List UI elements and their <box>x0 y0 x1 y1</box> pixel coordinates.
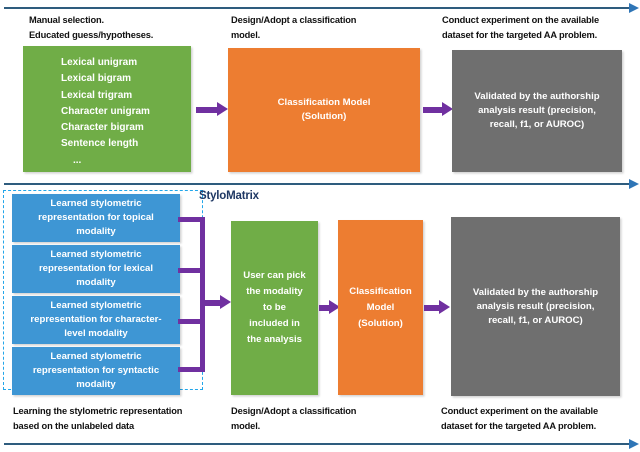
arrowhead-icon <box>439 300 450 314</box>
bottom-model-line3: (Solution) <box>358 317 403 329</box>
top-feature-list-box: Lexical unigram Lexical bigram Lexical t… <box>23 46 191 172</box>
arrow-shaft <box>319 305 329 311</box>
modality-box-character-level: Learned stylometric representation for c… <box>12 296 180 344</box>
feature-item: Character unigram <box>61 105 150 117</box>
bottom-result-line1: Validated by the authorship <box>472 286 599 298</box>
bottom-result-line3: recall, f1, or AUROC) <box>488 314 583 326</box>
feature-item: Sentence length <box>61 138 139 150</box>
top-caption-2: Design/Adopt a classification model. <box>231 13 421 43</box>
bracket-stub-lexical <box>178 268 205 273</box>
arrowhead-icon <box>217 102 228 116</box>
modality-character-line1: Learned stylometric <box>50 300 142 311</box>
arrowhead-icon <box>629 439 639 449</box>
feature-ellipsis: ... <box>73 154 82 166</box>
top-caption-3-line2: dataset for the targeted AA problem. <box>442 30 598 40</box>
modality-box-topical: Learned stylometric representation for t… <box>12 194 180 242</box>
modality-box-lexical: Learned stylometric representation for l… <box>12 245 180 293</box>
feature-item: Lexical unigram <box>61 57 138 68</box>
top-model-line1: Classification Model <box>277 97 371 108</box>
top-caption-3-line1: Conduct experiment on the available <box>442 15 599 25</box>
picker-line4: included in <box>249 318 300 329</box>
bracket-stub-syntactic <box>178 367 205 372</box>
bottom-arrow-picker-to-model <box>319 300 345 315</box>
arrow-shaft <box>423 107 442 113</box>
arrow-shaft <box>196 107 217 113</box>
picker-line5: the analysis <box>247 334 302 345</box>
bottom-caption-3: Conduct experiment on the available data… <box>441 404 640 434</box>
modality-syntactic-line2: representation for syntactic <box>32 365 160 376</box>
picker-line3: to be <box>263 302 286 313</box>
modality-syntactic-line1: Learned stylometric <box>50 351 142 362</box>
bracket-spine <box>200 217 205 372</box>
modality-character-line3: level modality <box>64 328 128 339</box>
bottom-arrow-stylomatrix-to-picker <box>204 295 234 310</box>
bottom-timeline-axis <box>4 439 639 449</box>
top-caption-1: Manual selection. Educated guess/hypothe… <box>29 13 229 43</box>
modality-topical-line2: representation for topical <box>38 212 154 223</box>
bottom-caption-2-line1: Design/Adopt a classification <box>231 406 357 416</box>
feature-item: Character bigram <box>61 122 144 134</box>
arrowhead-icon <box>329 300 340 314</box>
top-model-line2: (Solution) <box>301 111 347 122</box>
arrow-shaft <box>204 300 220 306</box>
top-arrow-features-to-model <box>196 102 228 117</box>
bottom-model-line2: Model <box>366 301 395 313</box>
top-timeline-axis <box>4 3 639 13</box>
bottom-caption-1-line1: Learning the stylometric representation <box>13 406 183 416</box>
modality-box-syntactic: Learned stylometric representation for s… <box>12 347 180 395</box>
modality-lexical-line2: representation for lexical <box>38 263 154 274</box>
modality-lexical-line1: Learned stylometric <box>50 249 142 260</box>
top-classification-model-box: Classification Model (Solution) <box>228 48 420 172</box>
modality-character-line2: representation for character- <box>30 314 162 325</box>
bottom-validation-result-box: Validated by the authorship analysis res… <box>451 217 620 396</box>
top-validation-result-box: Validated by the authorship analysis res… <box>452 50 622 172</box>
modality-lexical-line3: modality <box>76 277 116 288</box>
arrowhead-icon <box>629 3 639 13</box>
bottom-result-line2: analysis result (precision, <box>476 300 595 312</box>
bottom-arrow-model-to-result <box>424 300 454 315</box>
top-result-line1: Validated by the authorship <box>474 91 600 102</box>
top-caption-3: Conduct experiment on the available data… <box>442 13 640 43</box>
bottom-caption-1: Learning the stylometric representation … <box>13 404 228 434</box>
feature-item: Lexical trigram <box>61 89 133 101</box>
top-arrow-model-to-result <box>423 102 455 117</box>
picker-line1: User can pick <box>243 270 306 281</box>
arrowhead-icon <box>629 179 639 189</box>
bracket-stub-character <box>178 319 205 324</box>
feature-item: Lexical bigram <box>61 73 132 85</box>
picker-line2: the modality <box>246 286 303 297</box>
modality-topical-line1: Learned stylometric <box>50 198 142 209</box>
top-caption-2-line2: model. <box>231 30 261 40</box>
bottom-model-line1: Classification <box>349 285 412 297</box>
stylomatrix-label: StyloMatrix <box>199 190 259 202</box>
bottom-caption-2-line2: model. <box>231 421 261 431</box>
top-result-line3: recall, f1, or AUROC) <box>489 119 585 130</box>
arrowhead-icon <box>442 102 453 116</box>
bottom-caption-3-line2: dataset for the targeted AA problem. <box>441 421 597 431</box>
bracket-stub-topical <box>178 217 205 222</box>
middle-timeline-axis <box>4 179 639 189</box>
arrowhead-icon <box>220 295 231 309</box>
bottom-classification-model-box: Classification Model (Solution) <box>338 220 423 395</box>
bottom-caption-3-line1: Conduct experiment on the available <box>441 406 598 416</box>
bottom-caption-2: Design/Adopt a classification model. <box>231 404 421 434</box>
top-caption-2-line1: Design/Adopt a classification <box>231 15 357 25</box>
bottom-caption-1-line2: based on the unlabeled data <box>13 421 134 431</box>
bottom-modality-picker-box: User can pick the modality to be include… <box>231 221 318 395</box>
modality-syntactic-line3: modality <box>76 379 116 390</box>
top-caption-1-line2: Educated guess/hypotheses. <box>29 30 154 40</box>
top-result-line2: analysis result (precision, <box>478 105 596 116</box>
arrow-shaft <box>424 305 439 311</box>
modality-topical-line3: modality <box>76 226 116 237</box>
top-caption-1-line1: Manual selection. <box>29 15 104 25</box>
